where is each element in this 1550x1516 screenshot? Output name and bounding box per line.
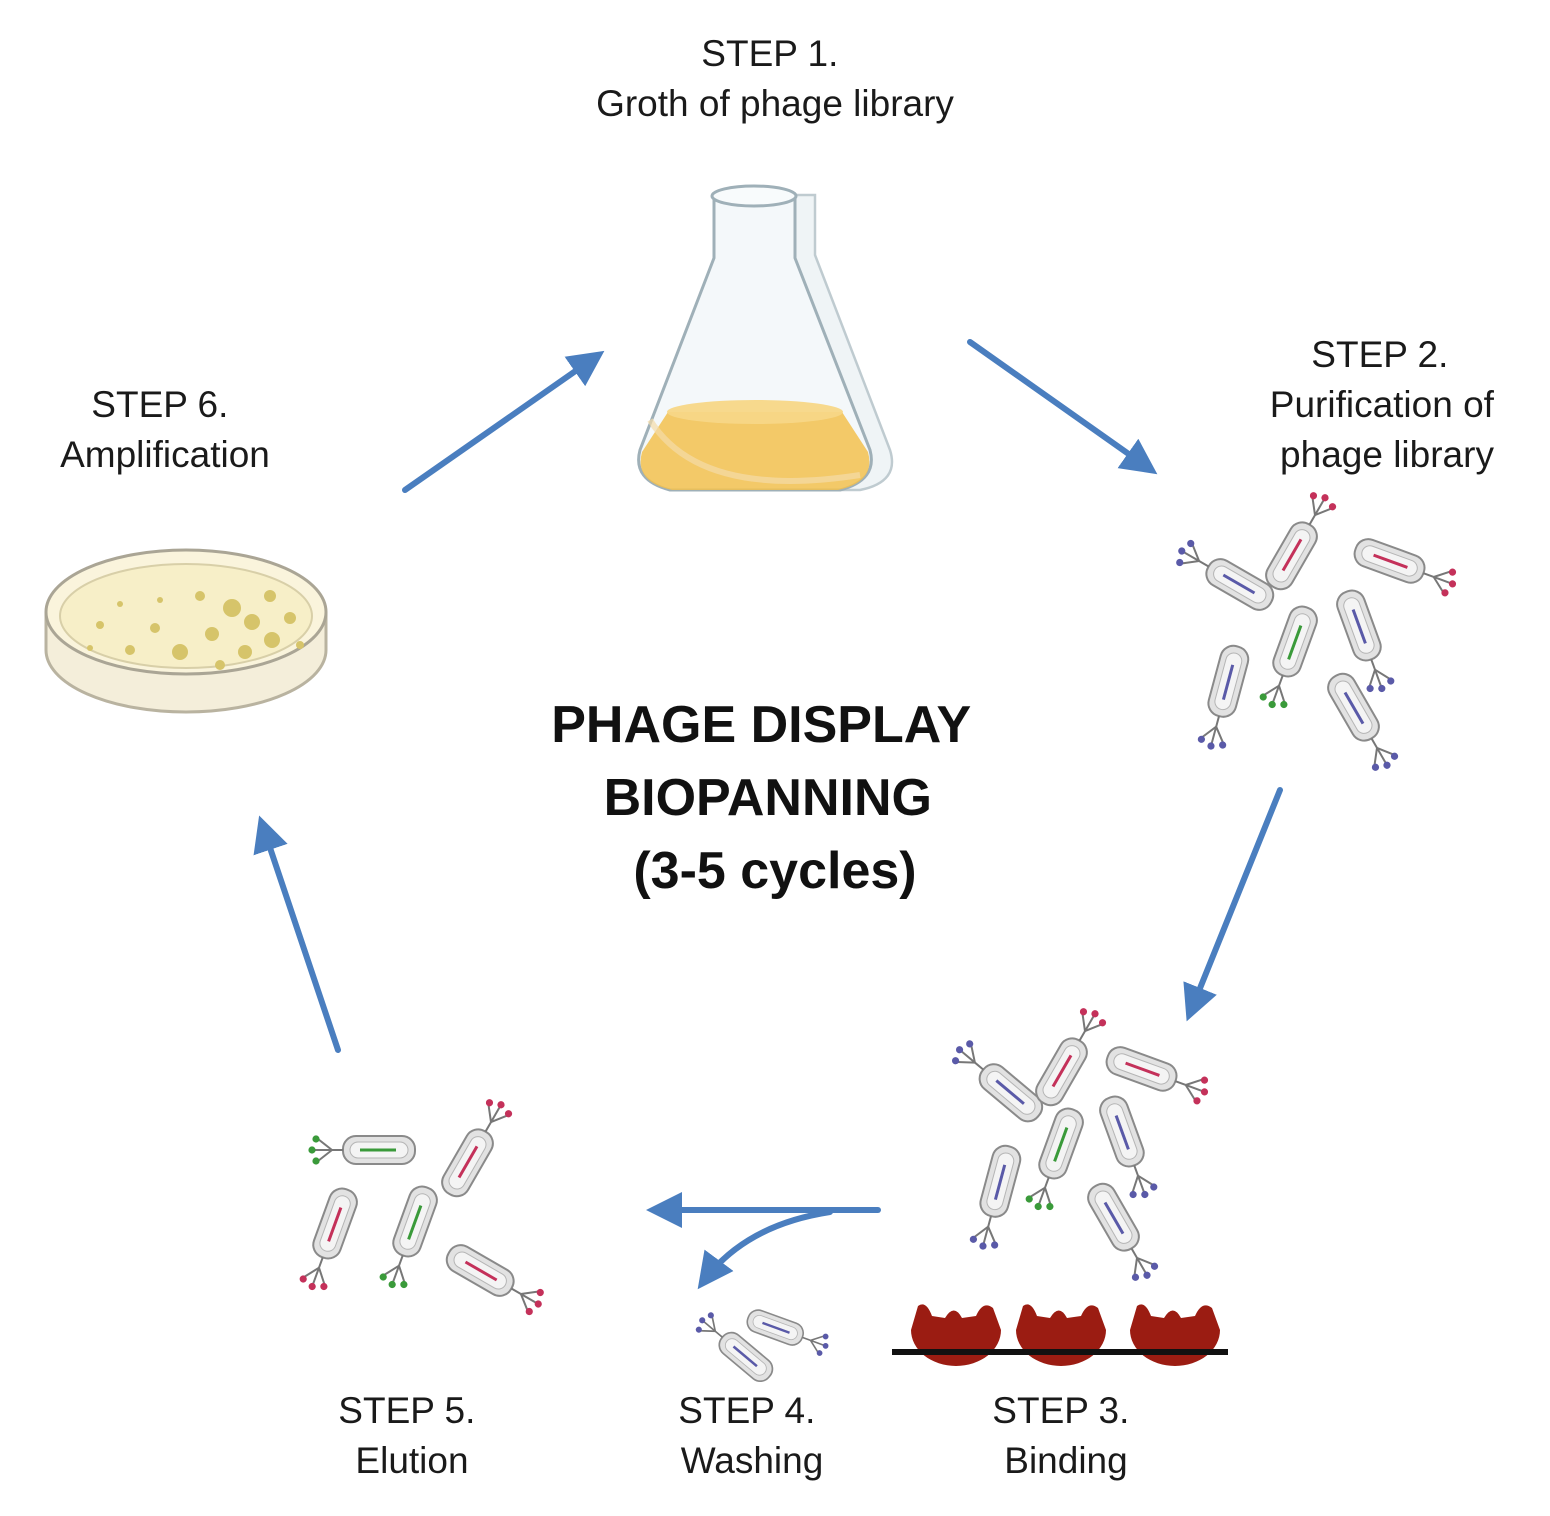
washed-phage-icon <box>690 1305 834 1388</box>
phage-group <box>945 1001 1215 1288</box>
step-3-label: STEP 3. Binding <box>992 1390 1139 1481</box>
target-molecules <box>911 1304 1220 1366</box>
arrow-step1-to-step2 <box>967 339 1158 475</box>
step-2-label: STEP 2. Purification of phage library <box>1270 334 1504 475</box>
cycle-title-line-3: (3-5 cycles) <box>633 842 916 900</box>
erlenmeyer-flask-icon <box>637 184 894 492</box>
step-4-label: STEP 4. Washing <box>678 1390 825 1481</box>
cycle-title-line-1: PHAGE DISPLAY <box>551 696 970 754</box>
cycle-arrows <box>253 339 1283 1290</box>
step-6-label: STEP 6. Amplification <box>60 384 270 475</box>
petri-dish-icon <box>44 548 328 714</box>
cycle-title-line-2: BIOPANNING <box>604 769 932 827</box>
arrow-step6-to-step1 <box>402 350 605 493</box>
arrow-step2-to-step3 <box>1183 787 1283 1022</box>
cycle-title: PHAGE DISPLAY BIOPANNING (3-5 cycles) <box>551 696 984 900</box>
target-binding-icon <box>892 1001 1228 1366</box>
arrow-step3-to-step4-washing <box>697 1209 833 1290</box>
step-1-label: STEP 1. Groth of phage library <box>596 33 954 124</box>
arrow-step5-to-step6 <box>253 815 341 1053</box>
step-5-label: STEP 5. Elution <box>338 1390 485 1481</box>
phage-cluster-icon <box>1169 485 1463 778</box>
eluted-phage-icon <box>295 1092 551 1320</box>
